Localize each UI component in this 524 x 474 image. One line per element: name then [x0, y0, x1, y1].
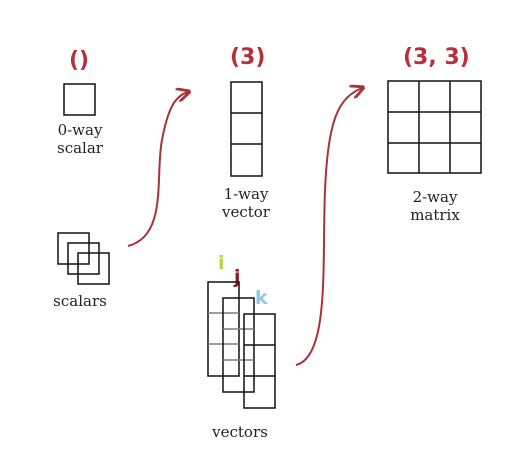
axis-i-label: i — [218, 252, 225, 274]
axis-j-label: j — [234, 266, 241, 288]
vector-caption-line2: vector — [222, 203, 270, 221]
matrix-grid — [387, 80, 482, 174]
vectors-stack — [207, 281, 276, 409]
scalars-label: scalars — [53, 292, 107, 310]
arrow-vectors-to-matrix — [295, 88, 362, 366]
matrix-shape-label: (3, 3) — [403, 45, 470, 70]
scalar-shape-label: () — [69, 48, 90, 73]
scalar-caption-line1: 0-way — [57, 121, 103, 139]
vector-caption-line1: 1-way — [223, 185, 269, 203]
matrix-caption-line2: matrix — [410, 206, 460, 224]
scalar-caption: 0-way scalar — [40, 121, 120, 157]
vectors-label: vectors — [212, 423, 268, 441]
matrix-caption-line1: 2-way — [412, 188, 458, 206]
scalars-stack — [57, 232, 110, 285]
scalar-square — [63, 83, 96, 116]
arrow-scalars-to-vector — [127, 92, 188, 247]
matrix-caption: 2-way matrix — [395, 188, 475, 224]
scalar-caption-line2: scalar — [57, 139, 103, 157]
vector-shape-label: (3) — [230, 45, 266, 70]
vector-caption: 1-way vector — [206, 185, 286, 221]
axis-k-label: k — [255, 287, 268, 309]
vector-column — [230, 81, 263, 177]
